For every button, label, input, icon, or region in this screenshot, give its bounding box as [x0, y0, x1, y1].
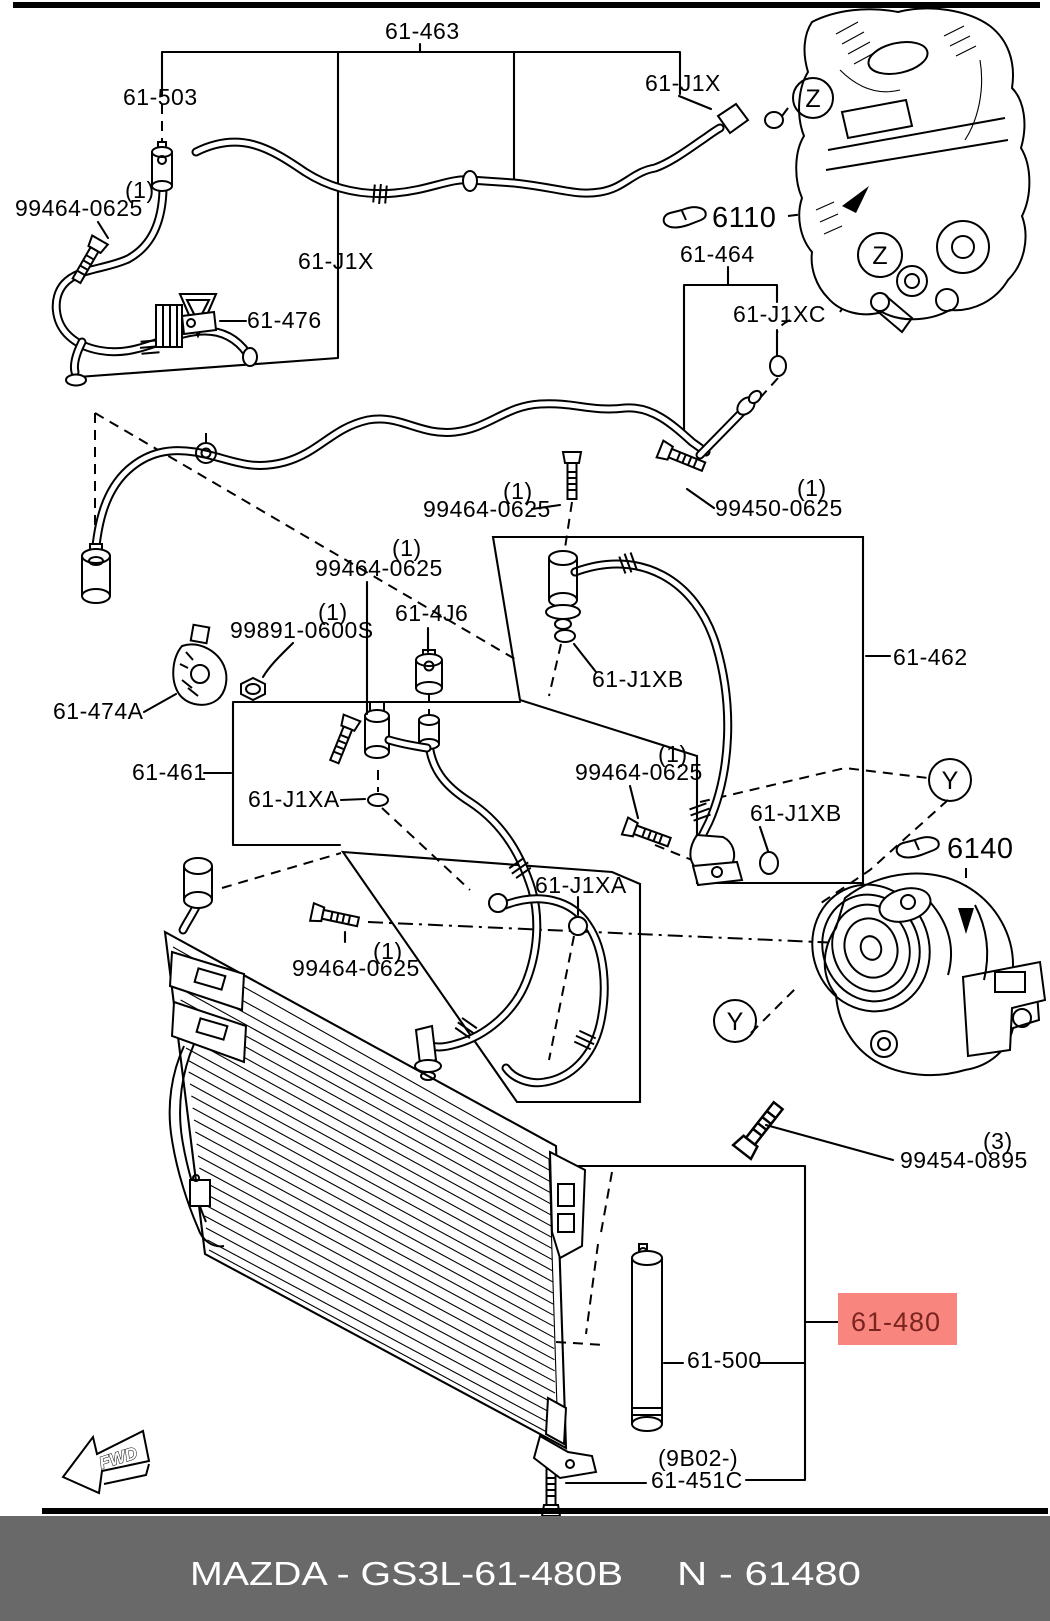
part-label-61-j1xa-b: 61-J1XA: [535, 872, 627, 898]
qty-1-a: (1): [125, 177, 155, 203]
nut-99891-0600s: [240, 677, 266, 701]
qty-1-d: (1): [392, 535, 422, 561]
part-label-99464-0625-e: 99464-0625: [292, 955, 420, 981]
part-label-61-462: 61-462: [893, 644, 968, 670]
condenser-inlet: [183, 857, 213, 909]
condenser-side-rail: [168, 1043, 225, 1248]
view-markers: Z Z Y Y: [713, 77, 972, 1043]
fasteners-and-fittings: [65, 102, 789, 1517]
part-label-61-j1xb-b: 61-J1XB: [750, 800, 842, 826]
condenser-lower-bracket: [532, 1396, 598, 1480]
svg-text:MAZDA - GS3L-61-480B N - 6: MAZDA - GS3L-61-480B N - 61480: [190, 1555, 861, 1592]
part-label-99464-0625-c: 99464-0625: [315, 555, 443, 581]
part-label-99891-0600s: 99891-0600S: [230, 617, 374, 643]
part-label-61-4j6: 61-4J6: [395, 600, 468, 626]
drier-bracket: [548, 1150, 587, 1260]
footer-bar: MAZDA - GS3L-61-480B N - 61480: [0, 1508, 1050, 1621]
qty-1-f: (1): [658, 741, 688, 767]
qty-3: (3): [983, 1128, 1013, 1154]
part-label-61-j1xc: 61-J1XC: [733, 301, 826, 327]
section-label-6140: 6140: [947, 833, 1014, 865]
qty-1-e: (1): [318, 599, 348, 625]
part-label-61-j1x-left: 61-J1X: [298, 248, 374, 274]
part-label-61-463: 61-463: [385, 18, 460, 44]
bolt-99464-0625-c: [325, 713, 362, 766]
bolt-99464-0625-d: [620, 816, 674, 852]
note-9b02: (9B02-): [658, 1445, 738, 1471]
leader-lines: [96, 42, 895, 1485]
part-label-99464-0625-a: 99464-0625: [15, 195, 143, 221]
part-label-99450-0625: 99450-0625: [715, 495, 843, 521]
part-labels: 61-463 61-503 (1) 99464-0625 61-J1X 61-J…: [15, 18, 1028, 1493]
pointer-arrow-6110: [842, 186, 869, 213]
clip-icon-6110: [662, 206, 707, 229]
part-label-99464-0625-b: 99464-0625: [423, 496, 551, 522]
pipe-clamp-61-476: [155, 292, 218, 348]
marker-y-1: Y: [942, 767, 959, 795]
part-label-61-j1xb-a: 61-J1XB: [592, 666, 684, 692]
part-label-61-476: 61-476: [247, 307, 322, 333]
qty-1-c: (1): [797, 475, 827, 501]
bolt-99464-0625-a: [67, 234, 109, 287]
pipe-fitting-61-464: [736, 355, 787, 416]
marker-z-2: Z: [872, 242, 887, 270]
qty-1-b: (1): [503, 478, 533, 504]
part-label-61-500: 61-500: [687, 1347, 762, 1373]
centerline: [367, 921, 931, 948]
bolt-99464-0625-e: [309, 902, 361, 932]
valve-61-4j6: [415, 649, 443, 695]
port-fitting-j1xa: [364, 701, 432, 807]
condenser-drawing: [163, 857, 598, 1480]
hose-fitting-61-462: [545, 550, 581, 643]
part-label-61-j1xa-a: 61-J1XA: [248, 786, 340, 812]
part-label-61-503: 61-503: [123, 84, 198, 110]
footer-rule: [42, 1508, 1048, 1514]
fwd-direction-arrow: FWD: [61, 1429, 151, 1495]
group-boxes: [76, 50, 865, 1482]
part-label-61-464: 61-464: [680, 241, 755, 267]
pipe-fitting-top: [716, 102, 784, 135]
receiver-drier: [631, 1243, 663, 1432]
hose-ball-end: [488, 893, 588, 936]
bracket-61-474a: [172, 623, 228, 706]
part-label-99454-0895: 99454-0895: [900, 1147, 1028, 1173]
charge-valve: [151, 141, 173, 192]
bolt-99464-0625-b: [562, 451, 582, 500]
highlight-box[interactable]: [838, 1293, 957, 1345]
part-label-61-480[interactable]: 61-480: [851, 1307, 941, 1337]
part-label-99464-0625-d: 99464-0625: [575, 759, 703, 785]
crimp-collars: [138, 170, 713, 1051]
reference-lines: [94, 103, 967, 1346]
hose-end-fitting: [242, 347, 258, 367]
hvac-unit-drawing: [795, 7, 1031, 334]
footer-background: [0, 1516, 1050, 1621]
pointer-arrow-6140: [958, 908, 974, 934]
part-label-61-451c: 61-451C: [651, 1467, 743, 1493]
hose-elbow-foot: [689, 833, 779, 887]
compressor-pulley: [811, 883, 931, 1013]
footer-part-number: N - 61480: [677, 1555, 861, 1592]
part-label-61-j1x-right: 61-J1X: [645, 70, 721, 96]
part-label-61-461: 61-461: [132, 759, 207, 785]
scan-artifact-bar: [13, 2, 1040, 8]
highlighted-part-callout[interactable]: 61-480: [838, 1293, 957, 1345]
footer-part-code: MAZDA - GS3L-61-480B: [190, 1555, 623, 1592]
marker-y-2: Y: [727, 1008, 744, 1036]
o-ring-small: [65, 373, 87, 387]
section-label-6110: 6110: [712, 202, 776, 234]
qty-1-g: (1): [373, 938, 403, 964]
part-label-61-474a: 61-474A: [53, 698, 144, 724]
pipe-grommet: [81, 543, 111, 604]
compressor-drawing: [811, 872, 1047, 1077]
marker-z-1: Z: [805, 85, 820, 113]
